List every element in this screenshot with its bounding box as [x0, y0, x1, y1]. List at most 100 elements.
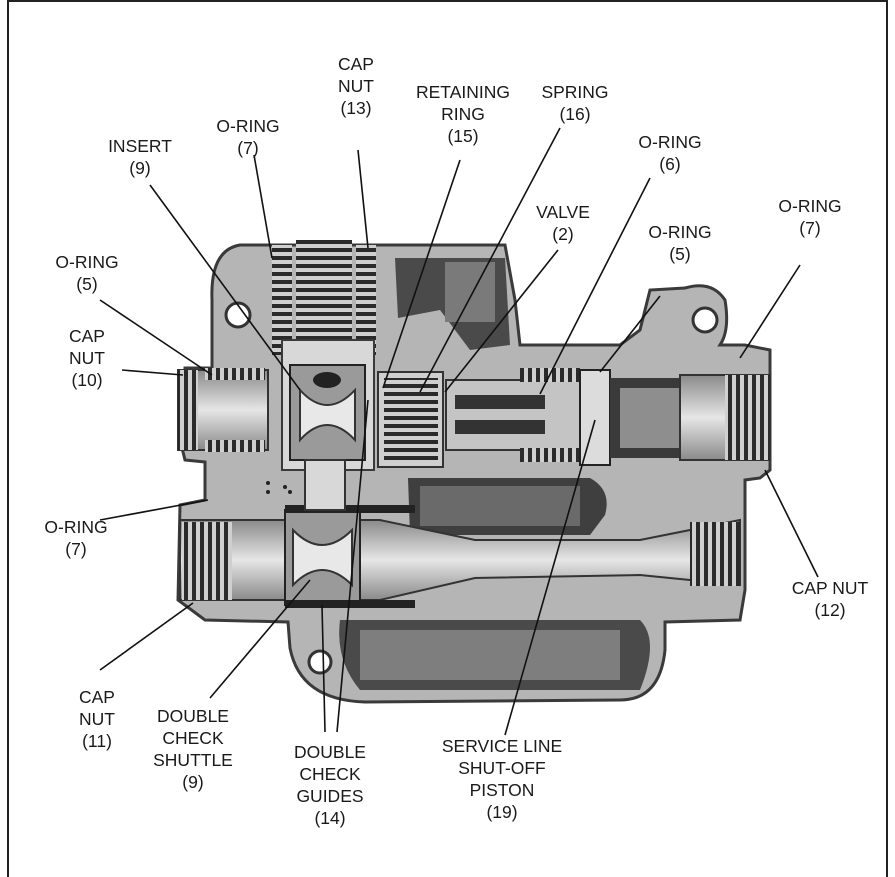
label-oring7-left-line-0: O-RING [44, 517, 107, 537]
label-oring7-top-line-0: O-RING [216, 116, 279, 136]
leader-insert [149, 184, 301, 391]
label-oring6: O-RING(6) [638, 132, 701, 174]
label-double-check-guides-line-0: DOUBLE [294, 742, 366, 762]
leader-guides-a [321, 604, 326, 733]
label-oring5-left-line-1: (5) [76, 274, 97, 294]
label-retaining-ring-line-0: RETAINING [416, 82, 510, 102]
leader-service-piston [504, 419, 596, 736]
label-oring6-line-0: O-RING [638, 132, 701, 152]
label-capnut11-line-2: (11) [82, 731, 112, 751]
left-lower-port-thread [182, 522, 232, 600]
label-oring7-top: O-RING(7) [216, 116, 279, 158]
label-insert-line-0: INSERT [108, 136, 172, 156]
label-double-check-shuttle-line-0: DOUBLE [157, 706, 229, 726]
valve-stem-upper [455, 395, 545, 409]
mount-hole-top-left [224, 301, 252, 329]
label-capnut13-line-1: NUT [338, 76, 374, 96]
label-capnut13-line-0: CAP [338, 54, 374, 74]
label-service-piston-line-3: (19) [486, 802, 517, 822]
leader-capnut11 [99, 602, 194, 671]
label-capnut11-line-1: NUT [79, 709, 115, 729]
leader-oring5-right [599, 295, 661, 373]
shutoff-piston [579, 369, 611, 466]
cap-nut-10-thread-top [205, 368, 265, 380]
label-oring7-left: O-RING(7) [44, 517, 107, 559]
leader-oring5-left [99, 299, 213, 376]
double-check-guide-bottom [285, 600, 415, 608]
leader-valve [444, 249, 559, 393]
insert-hourglass [299, 387, 356, 443]
leader-retaining-ring [382, 159, 461, 389]
label-spring-line-1: (16) [559, 104, 590, 124]
label-service-piston-line-1: SHUT-OFF [458, 758, 546, 778]
label-oring5-right-line-0: O-RING [648, 222, 711, 242]
lower-cavity-shade [360, 630, 620, 680]
leader-oring7-right [739, 264, 801, 359]
label-capnut10-line-0: CAP [69, 326, 105, 346]
mount-hole-right [691, 306, 719, 334]
leader-oring6 [539, 177, 651, 395]
double-check-shuttle-hourglass [292, 527, 353, 588]
leader-capnut12 [764, 469, 819, 578]
right-lower-port-thread [690, 522, 740, 586]
label-oring7-right-line-1: (7) [799, 218, 820, 238]
label-spring: SPRING(16) [541, 82, 608, 124]
spring-coils [384, 378, 438, 462]
label-insert-line-1: (9) [129, 158, 150, 178]
top-port-thread-left [272, 245, 292, 355]
leader-capnut10 [121, 369, 184, 376]
leader-oring7-left [99, 499, 209, 521]
top-fitting-thread [296, 240, 352, 340]
label-capnut10-line-2: (10) [71, 370, 102, 390]
leader-oring7-top [253, 154, 273, 259]
upper-cavity-shade [445, 262, 495, 322]
label-oring6-line-1: (6) [659, 154, 680, 174]
label-retaining-ring-line-1: RING [441, 104, 485, 124]
label-oring7-right-line-0: O-RING [778, 196, 841, 216]
label-capnut13-line-2: (13) [340, 98, 371, 118]
label-oring7-top-line-1: (7) [237, 138, 258, 158]
label-double-check-shuttle-line-3: (9) [182, 772, 203, 792]
insert-top-hole [313, 372, 341, 388]
label-oring7-left-line-1: (7) [65, 539, 86, 559]
middle-cavity-shade [420, 486, 580, 526]
label-capnut10-line-1: NUT [69, 348, 105, 368]
label-oring5-left: O-RING(5) [55, 252, 118, 294]
label-valve-line-1: (2) [552, 224, 573, 244]
valve-stem-lower [455, 420, 545, 434]
small-spring-bottom [520, 448, 580, 462]
cap-nut-10-thread-bottom [205, 440, 265, 452]
label-retaining-ring-line-2: (15) [447, 126, 478, 146]
leader-capnut13 [357, 149, 369, 249]
piston-chamber-inner [620, 388, 680, 448]
label-oring5-right-line-1: (5) [669, 244, 690, 264]
label-double-check-shuttle-line-1: CHECK [162, 728, 224, 748]
leader-guides-b [336, 399, 369, 733]
label-double-check-guides-line-3: (14) [314, 808, 345, 828]
mount-hole-bottom-left [307, 649, 333, 675]
label-oring7-right: O-RING(7) [778, 196, 841, 238]
label-spring-line-0: SPRING [541, 82, 608, 102]
valve-body-part [445, 379, 587, 451]
top-port-thread-right [356, 245, 376, 355]
label-insert: INSERT(9) [108, 136, 172, 178]
label-double-check-guides-line-1: CHECK [299, 764, 361, 784]
label-valve-line-0: VALVE [536, 202, 590, 222]
label-capnut12-line-1: (12) [814, 600, 845, 620]
leader-double-check-shuttle [209, 579, 311, 699]
leader-lines [99, 127, 819, 736]
label-valve: VALVE(2) [536, 202, 590, 244]
label-service-piston-line-0: SERVICE LINE [442, 736, 562, 756]
label-service-piston-line-2: PISTON [470, 780, 535, 800]
label-capnut11-line-0: CAP [79, 687, 115, 707]
connecting-passage [304, 459, 346, 511]
